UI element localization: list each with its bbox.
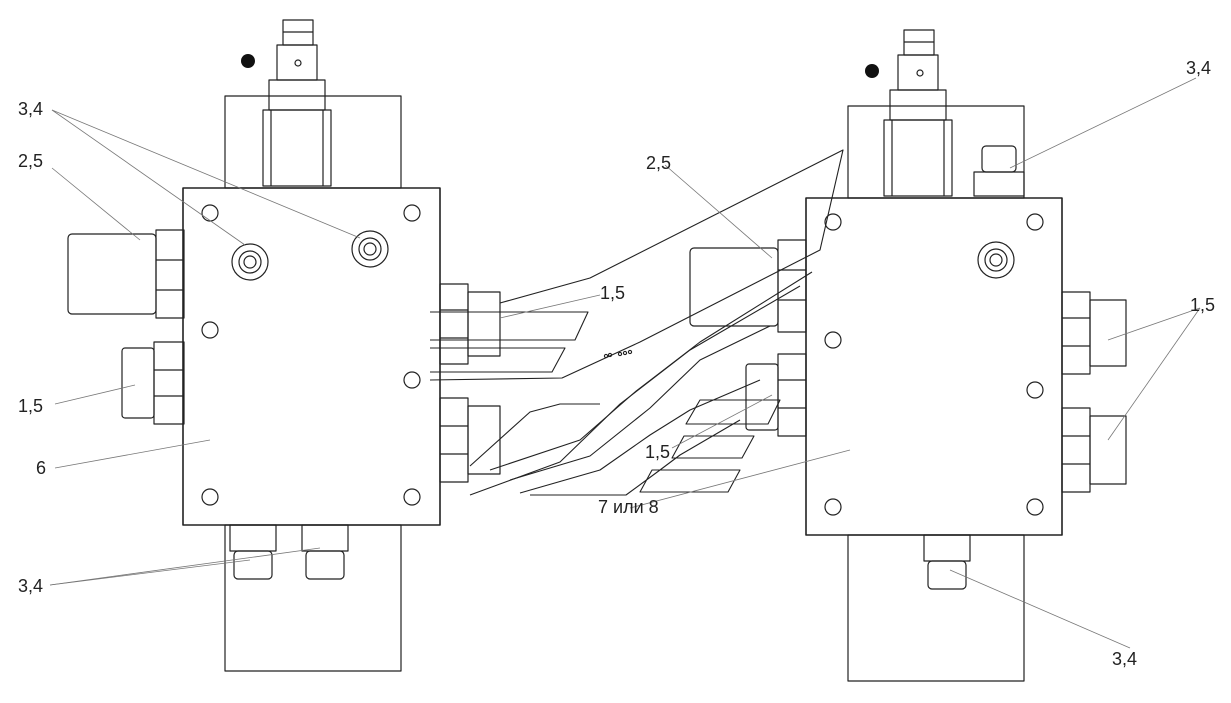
callout-label: 1,5 xyxy=(18,396,44,416)
callout-label: 3,4 xyxy=(1186,58,1212,78)
callout-label: 2,5 xyxy=(18,151,44,171)
callout-label: 1,5 xyxy=(1190,295,1216,315)
right-marker-dot xyxy=(865,64,879,78)
right-valve-block xyxy=(689,29,1127,682)
callout-label: 1,5 xyxy=(645,442,671,462)
callout-label: 1,5 xyxy=(600,283,626,303)
callout-label: 3,4 xyxy=(1112,649,1138,669)
callout-label: 3,4 xyxy=(18,576,44,596)
callout-label: 6 xyxy=(36,458,47,478)
callout-label: 2,5 xyxy=(646,153,672,173)
callout-label: 3,4 xyxy=(18,99,44,119)
connecting-pipes xyxy=(429,149,844,496)
callout-label: 7 или 8 xyxy=(598,497,659,517)
leader-lines xyxy=(49,77,1201,649)
left-marker-dot xyxy=(241,54,255,68)
left-valve-block xyxy=(67,19,501,672)
